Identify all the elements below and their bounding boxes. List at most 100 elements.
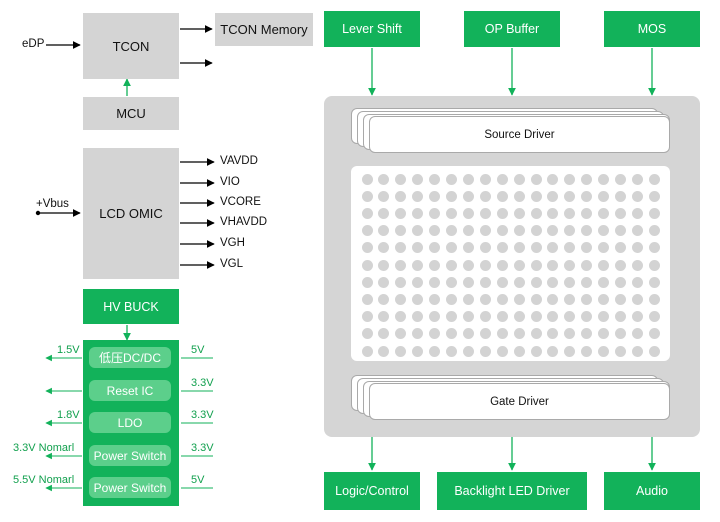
pixel-dot (395, 293, 407, 305)
pixel-dot (496, 190, 508, 202)
rail-input-lines (181, 357, 213, 489)
pixel-dot (361, 311, 373, 323)
pixel-dot (395, 225, 407, 237)
pixel-dot (496, 173, 508, 185)
rail-dcdc-output: 1.5V (57, 344, 80, 356)
pixel-dot (496, 242, 508, 254)
pixel-dot (361, 293, 373, 305)
pixel-dot (496, 259, 508, 271)
pixel-dot (648, 173, 660, 185)
pixel-dot (513, 276, 525, 288)
pixel-dot (378, 311, 390, 323)
pixel-dot (361, 242, 373, 254)
pixel-dot (462, 173, 474, 185)
pixel-dot (395, 190, 407, 202)
pixel-dot (496, 207, 508, 219)
pixel-dot (479, 190, 491, 202)
pixel-dot (412, 207, 424, 219)
pixel-dot (615, 190, 626, 202)
pixel-dot (530, 293, 542, 305)
pixel-dot (615, 207, 626, 219)
pixel-dot (530, 225, 542, 237)
pixel-dot (615, 173, 626, 185)
pixel-dot (564, 173, 576, 185)
rail-ldo: LDO (89, 412, 171, 433)
pixel-dot (361, 173, 373, 185)
pixel-dot (513, 311, 525, 323)
pixel-dot (496, 345, 508, 357)
rail-reset-ic: Reset IC (89, 380, 171, 401)
pixel-dot (564, 293, 576, 305)
edp-label: eDP (22, 38, 45, 50)
pixel-dot (615, 311, 626, 323)
pixel-dot (581, 259, 593, 271)
pixel-dot (648, 190, 660, 202)
pixel-dot (513, 259, 525, 271)
pixel-dot (547, 242, 559, 254)
pixel-dot (395, 276, 407, 288)
pixel-dot (581, 293, 593, 305)
pixel-dot (631, 259, 643, 271)
pixel-dot (564, 242, 576, 254)
pixel-dot (361, 207, 373, 219)
rail-switch2-output: 5.5V Nomarl (13, 474, 75, 486)
pixel-dot (631, 311, 643, 323)
pixel-dot (648, 276, 660, 288)
pixel-dot (648, 345, 660, 357)
pixel-dot (462, 293, 474, 305)
pixel-dot (462, 276, 474, 288)
pixel-dot (446, 345, 457, 357)
vio-label: VIO (220, 176, 240, 188)
pixel-dot (429, 207, 441, 219)
pixel-dot (361, 259, 373, 271)
pixel-dot (462, 345, 474, 357)
pixel-dot (530, 276, 542, 288)
pixel-dot (395, 328, 407, 340)
pixel-dot (378, 276, 390, 288)
pixel-dot (631, 276, 643, 288)
pixel-dot (395, 242, 407, 254)
pixel-dot (598, 242, 610, 254)
pixel-dot (361, 225, 373, 237)
rail-dcdc: 低压DC/DC (89, 347, 171, 368)
pixel-dot (479, 207, 491, 219)
pixel-dot (631, 207, 643, 219)
vbus-label: +Vbus (36, 198, 69, 210)
pixel-dot (479, 173, 491, 185)
pixel-dot (648, 311, 660, 323)
pixel-dot (446, 293, 457, 305)
pixel-dot (479, 328, 491, 340)
pixel-dot (598, 311, 610, 323)
pixel-dot (530, 173, 542, 185)
pixel-dot (429, 242, 441, 254)
pixel-dot (513, 173, 525, 185)
gate-driver-block: Gate Driver (369, 383, 670, 420)
pixel-dot (564, 311, 576, 323)
logic-control-block: Logic/Control (324, 472, 420, 510)
pixel-dot (547, 225, 559, 237)
pixel-dot (530, 190, 542, 202)
pixel-dot (615, 259, 626, 271)
pixel-dot (479, 311, 491, 323)
pixel-dot (446, 311, 457, 323)
pixel-dot (547, 293, 559, 305)
pixel-dot (429, 293, 441, 305)
pixel-dot (378, 225, 390, 237)
pixel-dot (598, 190, 610, 202)
pixel-dot (615, 293, 626, 305)
pixel-dot (462, 328, 474, 340)
rail-ldo-output: 1.8V (57, 409, 80, 421)
pixel-dot (361, 345, 373, 357)
pixel-dot (361, 276, 373, 288)
pixel-dot (378, 345, 390, 357)
pixel-dot (530, 242, 542, 254)
pixel-dot (496, 225, 508, 237)
lcd-omic-block: LCD OMIC (83, 148, 179, 279)
pixel-dot (581, 328, 593, 340)
source-driver-block: Source Driver (369, 116, 670, 153)
pixel-dot (412, 173, 424, 185)
pixel-dot (631, 242, 643, 254)
pixel-dot (631, 225, 643, 237)
pixel-dot (412, 293, 424, 305)
